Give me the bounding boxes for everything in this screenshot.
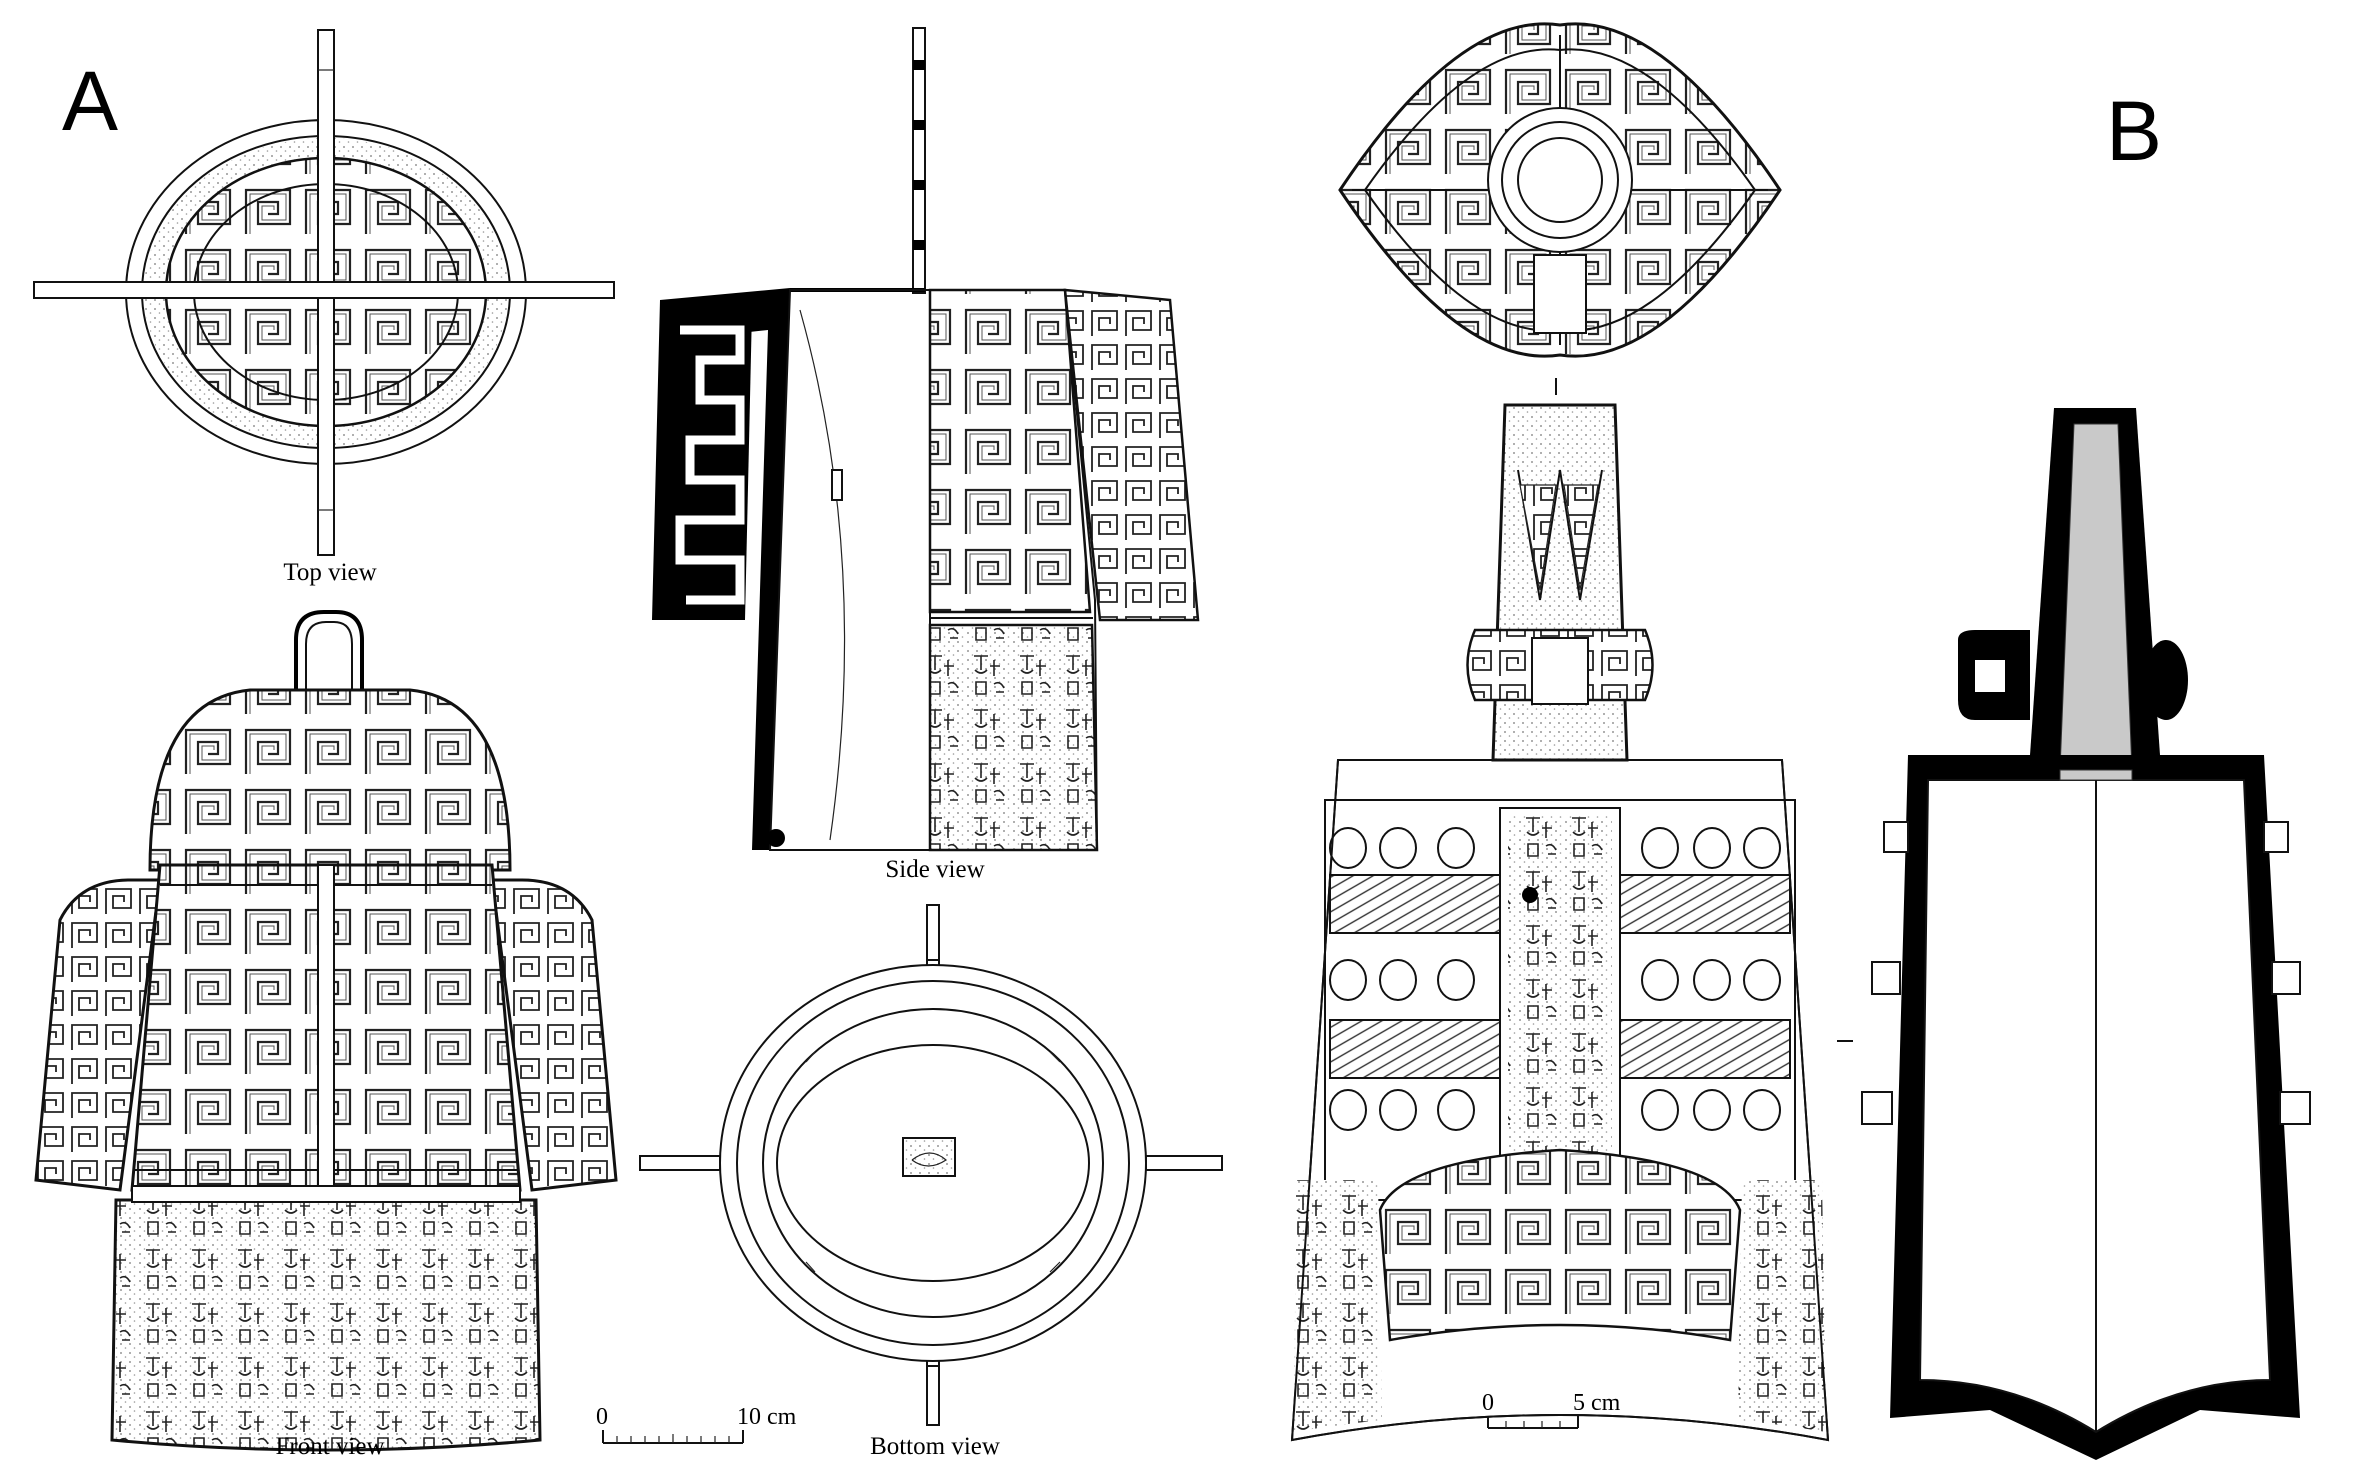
bottom-view-drawing — [639, 904, 1223, 1426]
scale-bar-b — [1487, 1416, 1579, 1429]
top-view-drawing — [33, 29, 615, 556]
scale-a-zero: 0 — [596, 1404, 608, 1430]
panel-a-label: A — [62, 54, 118, 148]
scale-b-zero: 0 — [1482, 1390, 1494, 1416]
b-section-view-drawing — [1861, 408, 2311, 1460]
front-view-caption: Front view — [275, 1433, 384, 1460]
b-top-view-drawing — [1338, 22, 1782, 395]
scale-a-end: 10 cm — [737, 1404, 797, 1430]
scale-b-end: 5 cm — [1573, 1390, 1621, 1416]
scale-bar-a — [602, 1430, 744, 1444]
b-front-view-drawing — [1290, 403, 1853, 1442]
side-view-caption: Side view — [885, 856, 984, 883]
side-view-drawing — [652, 27, 1200, 852]
bottom-view-caption: Bottom view — [870, 1433, 1000, 1460]
top-view-caption: Top view — [283, 559, 376, 586]
panel-b-label: B — [2106, 84, 2162, 178]
front-view-drawing — [34, 610, 618, 1452]
